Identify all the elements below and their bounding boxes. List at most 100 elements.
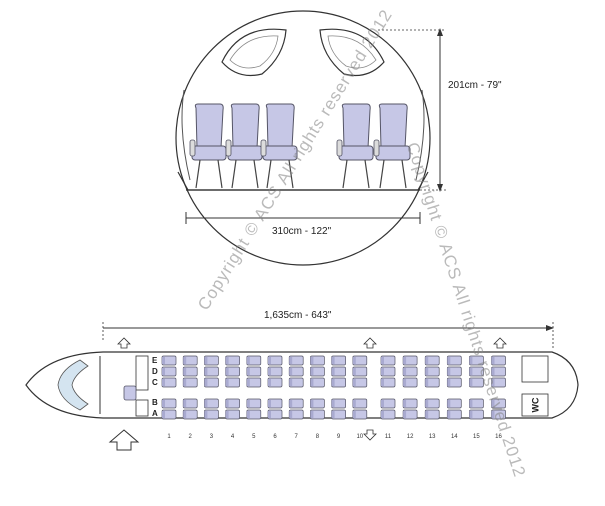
rear-door-arrow	[493, 337, 507, 349]
seat[interactable]	[267, 377, 283, 388]
row-number-label: 6	[273, 434, 277, 440]
seat[interactable]	[288, 355, 304, 366]
seat[interactable]	[267, 409, 283, 420]
right-overhead-bin	[319, 28, 385, 77]
seat[interactable]	[204, 377, 219, 388]
seat[interactable]	[161, 366, 177, 377]
seat[interactable]	[424, 398, 440, 409]
seat[interactable]	[310, 409, 325, 420]
seat[interactable]	[469, 355, 484, 366]
seat[interactable]	[225, 366, 240, 377]
seat[interactable]	[225, 377, 240, 388]
seat[interactable]	[267, 366, 283, 377]
seat[interactable]	[204, 409, 219, 420]
lavatory	[521, 393, 549, 417]
seat[interactable]	[446, 409, 462, 420]
cross-section-seat	[225, 103, 263, 189]
seat[interactable]	[424, 409, 440, 420]
seat[interactable]	[424, 355, 440, 366]
row-number-label: 12	[406, 434, 414, 440]
seat[interactable]	[288, 409, 304, 420]
seat[interactable]	[204, 355, 219, 366]
cross-section-seat	[260, 103, 298, 189]
seat[interactable]	[469, 377, 484, 388]
seat[interactable]	[182, 377, 198, 388]
seat[interactable]	[491, 355, 506, 366]
seat-letter-c: C	[152, 378, 158, 387]
seat[interactable]	[402, 366, 418, 377]
seat[interactable]	[380, 366, 396, 377]
seat[interactable]	[469, 398, 484, 409]
row-number-label: 7	[294, 434, 298, 440]
seat[interactable]	[424, 377, 440, 388]
row-number-label: 4	[230, 434, 235, 440]
seat[interactable]	[161, 355, 177, 366]
seat-letter-d: D	[152, 367, 158, 376]
row-number-label: 15	[473, 434, 480, 440]
seat[interactable]	[352, 409, 368, 420]
seat[interactable]	[402, 409, 418, 420]
seat[interactable]	[310, 366, 325, 377]
seat[interactable]	[380, 409, 396, 420]
seat[interactable]	[310, 355, 325, 366]
seat[interactable]	[161, 409, 177, 420]
forward-entry-door-arrow	[108, 429, 140, 451]
seat[interactable]	[182, 355, 198, 366]
seat[interactable]	[331, 355, 346, 366]
seat[interactable]	[331, 377, 346, 388]
seat[interactable]	[491, 366, 506, 377]
seat[interactable]	[331, 409, 346, 420]
seat[interactable]	[161, 377, 177, 388]
seat[interactable]	[331, 398, 346, 409]
length-arrow-right	[546, 325, 554, 331]
seat[interactable]	[204, 398, 219, 409]
seat[interactable]	[446, 377, 462, 388]
seat[interactable]	[331, 366, 346, 377]
seat[interactable]	[352, 366, 368, 377]
seat[interactable]	[246, 409, 262, 420]
seat[interactable]	[402, 377, 418, 388]
seat[interactable]	[182, 398, 198, 409]
seat[interactable]	[288, 398, 304, 409]
seat[interactable]	[246, 355, 262, 366]
left-overhead-bin	[221, 28, 287, 77]
seat[interactable]	[310, 377, 325, 388]
row-number-label: 9	[336, 434, 341, 440]
seat[interactable]	[267, 398, 283, 409]
seat[interactable]	[491, 398, 506, 409]
forward-service-door-arrow	[117, 337, 131, 349]
right-sidewall	[415, 89, 425, 181]
seat[interactable]	[352, 398, 368, 409]
seat[interactable]	[225, 355, 240, 366]
seat[interactable]	[402, 398, 418, 409]
seat[interactable]	[267, 355, 283, 366]
seat[interactable]	[380, 355, 396, 366]
seat[interactable]	[402, 355, 418, 366]
seat[interactable]	[246, 398, 262, 409]
seat[interactable]	[352, 377, 368, 388]
seat[interactable]	[288, 377, 304, 388]
seat[interactable]	[380, 398, 396, 409]
seat[interactable]	[469, 409, 484, 420]
seat[interactable]	[491, 409, 506, 420]
seat[interactable]	[204, 366, 219, 377]
seat[interactable]	[446, 398, 462, 409]
seat[interactable]	[446, 366, 462, 377]
seat[interactable]	[161, 398, 177, 409]
seat[interactable]	[380, 377, 396, 388]
seat[interactable]	[424, 366, 440, 377]
seat[interactable]	[225, 398, 240, 409]
seat[interactable]	[469, 366, 484, 377]
fuselage-section-outline	[175, 10, 431, 266]
seat[interactable]	[246, 377, 262, 388]
seat[interactable]	[246, 366, 262, 377]
seat[interactable]	[310, 398, 325, 409]
seat[interactable]	[288, 366, 304, 377]
seat[interactable]	[352, 355, 368, 366]
seat[interactable]	[491, 377, 506, 388]
seat[interactable]	[225, 409, 240, 420]
seat[interactable]	[182, 366, 198, 377]
seat[interactable]	[446, 355, 462, 366]
seat[interactable]	[182, 409, 198, 420]
